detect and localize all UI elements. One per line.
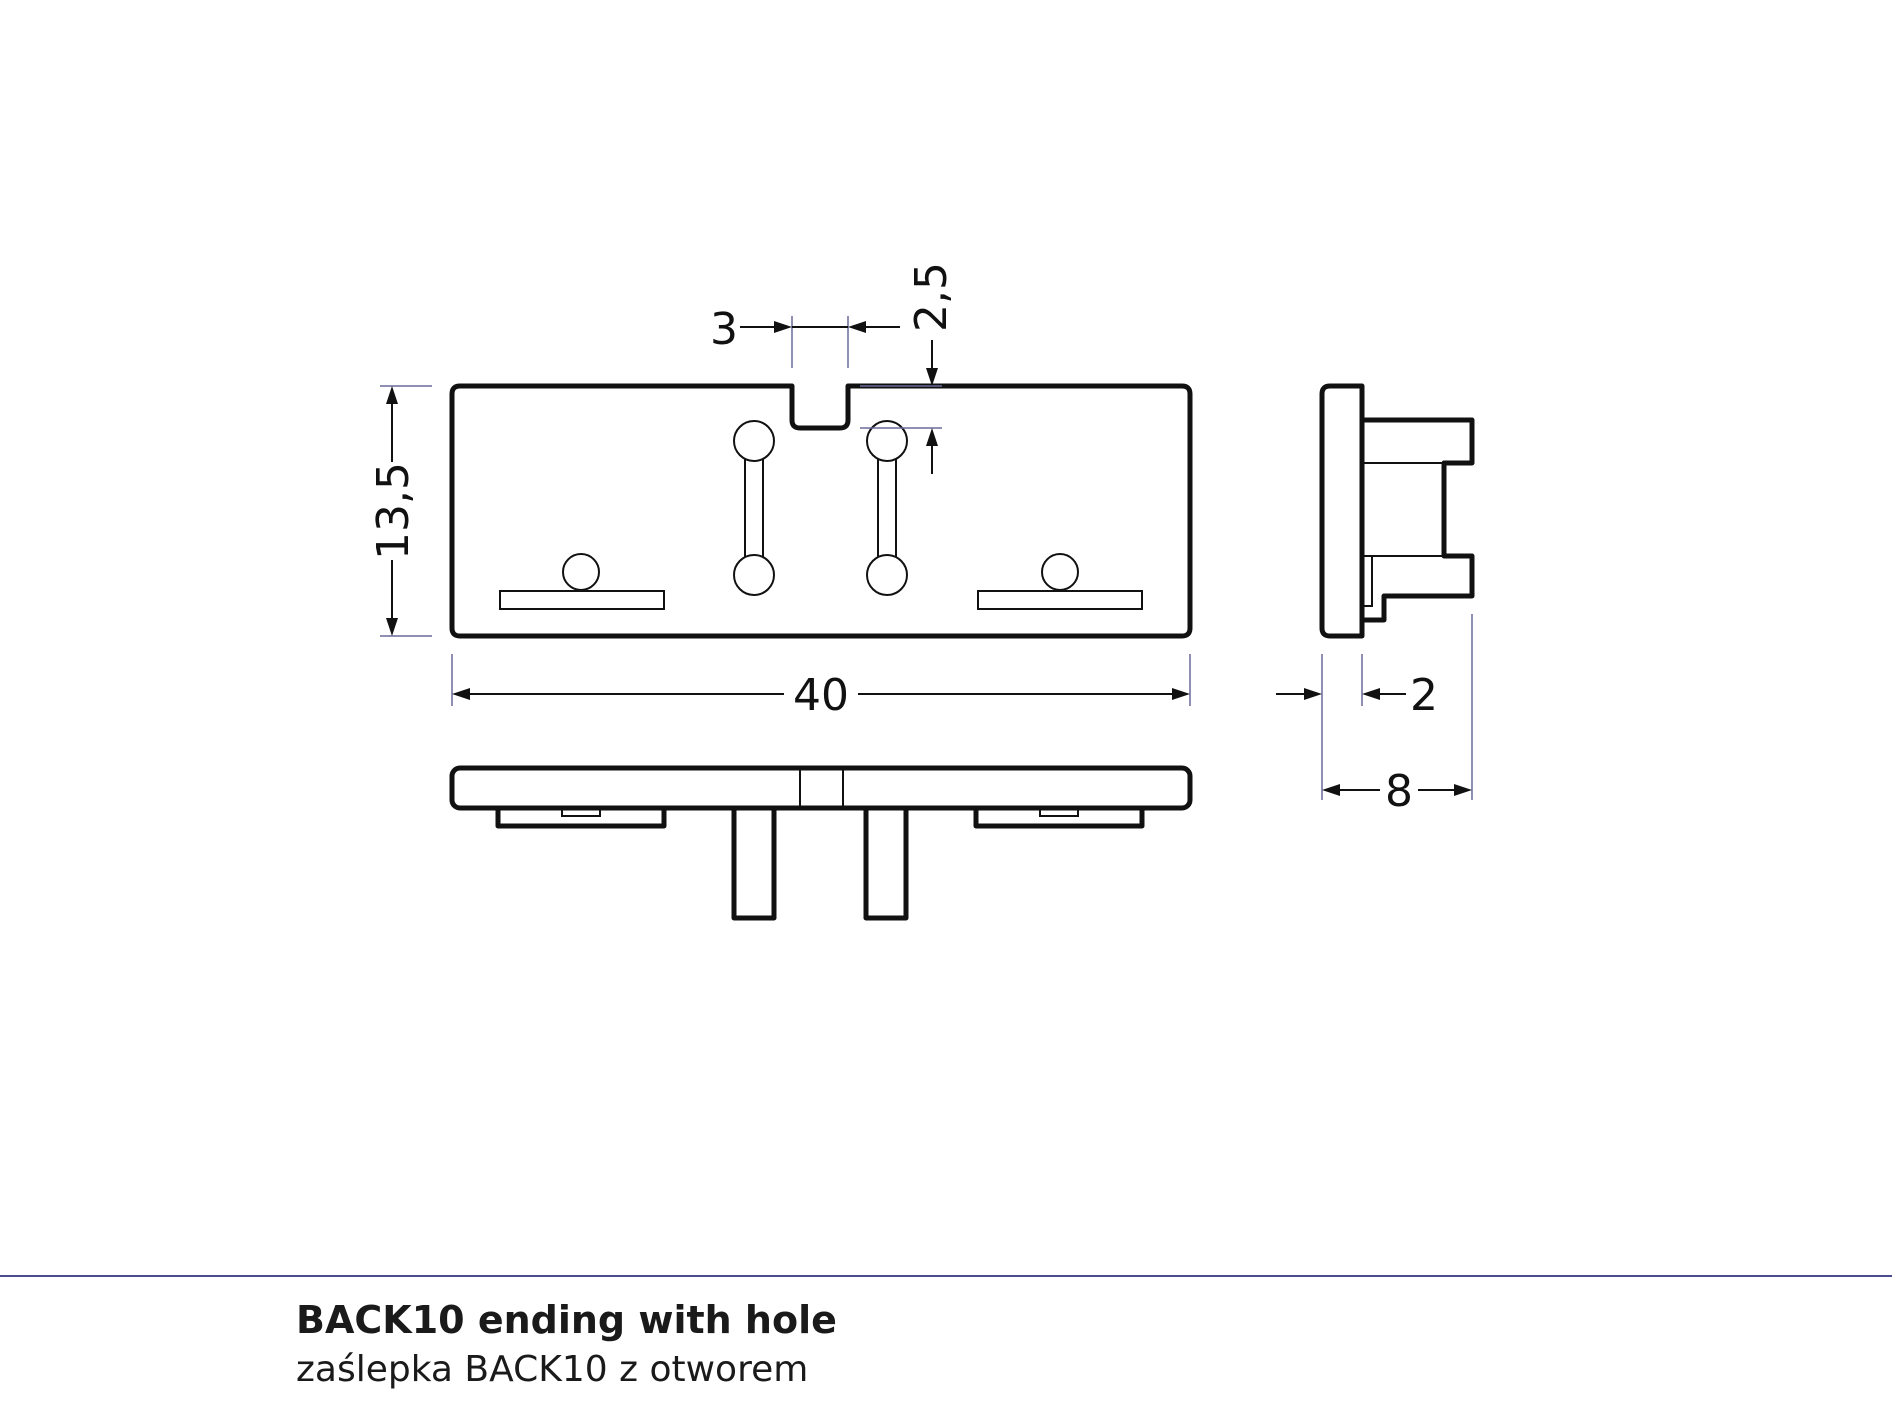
left-clip-circle <box>562 553 600 591</box>
height-dim-text: 13,5 <box>368 462 419 560</box>
bottom-right-clip-tab <box>1039 807 1079 817</box>
slot-depth-arrow-top <box>926 368 938 386</box>
caption-divider <box>0 1275 1892 1277</box>
depth-arrow-right <box>1454 784 1472 796</box>
depth-dim-text: 8 <box>1385 766 1413 817</box>
left-pin-bottom-circle <box>733 554 775 596</box>
cap-thickness-dim-text: 2 <box>1410 670 1438 721</box>
bottom-left-clip-tab <box>561 807 601 817</box>
right-pin-bottom-circle <box>866 554 908 596</box>
left-pin-top-circle <box>733 420 775 462</box>
length-arrow-right <box>1172 688 1190 700</box>
height-arrow-bottom <box>386 618 398 636</box>
length-dim-text: 40 <box>793 670 849 721</box>
side-view-notch <box>1361 555 1373 607</box>
front-view <box>449 383 1193 639</box>
caption: BACK10 ending with hole zaślepka BACK10 … <box>296 1295 837 1395</box>
right-pin-top-circle <box>866 420 908 462</box>
slot-width-arrow-left <box>774 321 792 333</box>
dimensions: 13,5 40 3 2,5 2 <box>368 262 1473 817</box>
cap-thickness-arrow-right <box>1362 688 1380 700</box>
right-clip-circle <box>1041 553 1079 591</box>
bottom-right-pin <box>863 805 909 921</box>
slot-width-arrow-right <box>848 321 866 333</box>
bottom-left-clip-profile <box>495 808 667 829</box>
side-view-body <box>1362 417 1475 623</box>
left-clip-bar <box>499 590 665 610</box>
slot-width-dim-text: 3 <box>710 304 738 355</box>
cap-thickness-arrow-left <box>1304 688 1322 700</box>
caption-subtitle: zaślepka BACK10 z otworem <box>296 1349 809 1390</box>
right-clip-bar <box>977 590 1143 610</box>
slot-depth-dim-text: 2,5 <box>906 262 957 332</box>
bottom-right-clip-profile <box>973 808 1145 829</box>
bottom-left-pin <box>731 805 777 921</box>
length-arrow-left <box>452 688 470 700</box>
side-view <box>1319 383 1475 639</box>
height-arrow-top <box>386 386 398 404</box>
slot-depth-arrow-bottom <box>926 428 938 446</box>
bottom-view-plate <box>449 765 1193 811</box>
bottom-view <box>449 765 1193 921</box>
caption-title: BACK10 ending with hole <box>296 1298 837 1342</box>
technical-drawing: 13,5 40 3 2,5 2 <box>368 262 1475 921</box>
side-view-cap <box>1319 383 1365 639</box>
front-view-outline <box>449 383 1193 639</box>
depth-arrow-left <box>1322 784 1340 796</box>
